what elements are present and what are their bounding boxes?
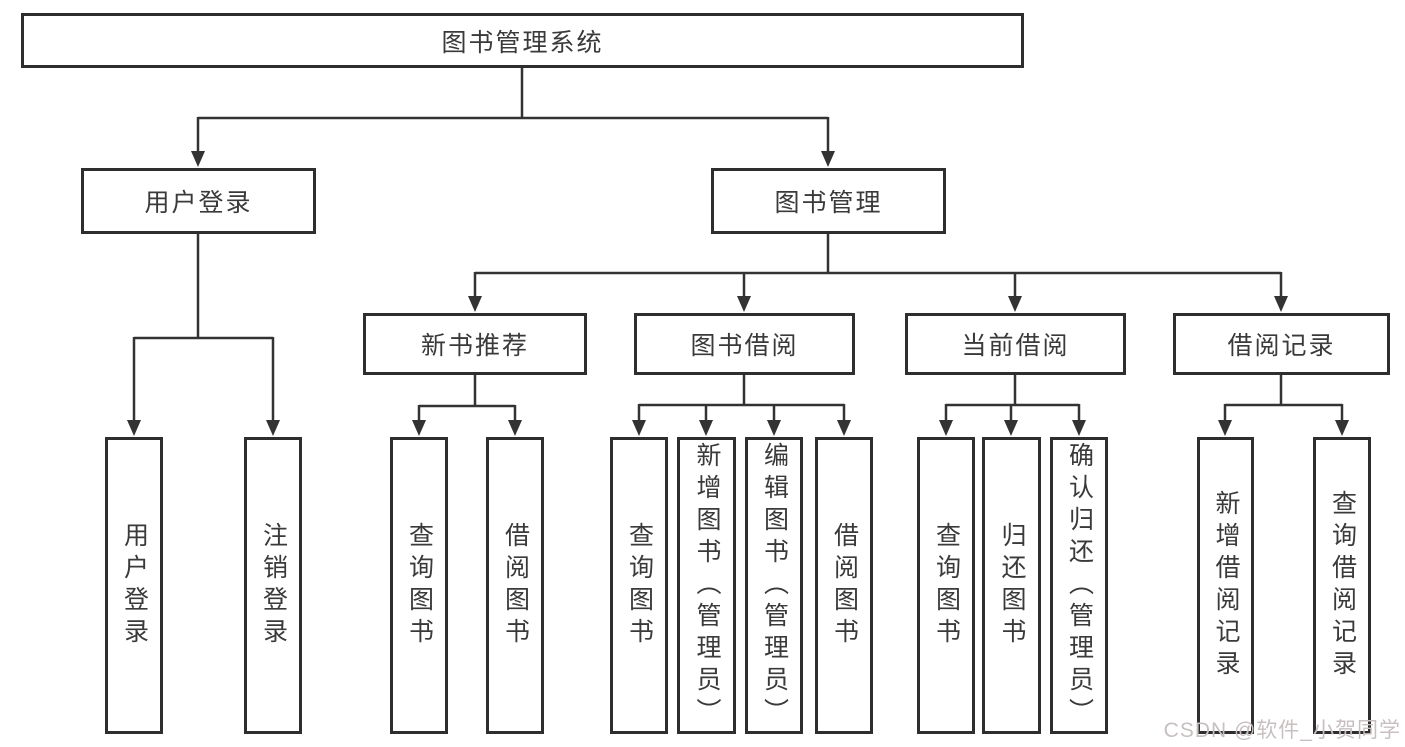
leaf-label: 借阅图书 [501, 521, 530, 650]
node-book-management: 图书管理 [711, 168, 946, 234]
node-label: 图书借阅 [690, 332, 799, 360]
leaf-query-books-recommend: 查询图书 [390, 437, 448, 734]
leaf-label: 确认归还（管理员） [1065, 441, 1094, 730]
leaf-borrow-books: 借阅图书 [815, 437, 873, 734]
csdn-watermark: CSDN @软件_小贺同学 [1163, 719, 1401, 742]
leaf-add-books-admin: 新增图书（管理员） [677, 437, 736, 734]
leaf-confirm-return-admin: 确认归还（管理员） [1050, 437, 1108, 734]
node-label: 借阅记录 [1227, 332, 1336, 360]
leaf-label: 注销登录 [259, 521, 288, 650]
leaf-user-login: 用户登录 [105, 437, 163, 734]
leaf-label: 新增借阅记录 [1212, 489, 1240, 682]
arrowheads [127, 151, 1349, 436]
leaf-label: 借阅图书 [830, 521, 859, 650]
leaf-query-borrow-record: 查询借阅记录 [1313, 437, 1371, 734]
leaf-label: 查询图书 [932, 521, 961, 650]
leaf-query-books-borrow: 查询图书 [610, 437, 668, 734]
leaf-add-borrow-record: 新增借阅记录 [1197, 437, 1254, 734]
node-library-management-system: 图书管理系统 [21, 13, 1024, 68]
leaf-edit-books-admin: 编辑图书（管理员） [745, 437, 803, 734]
leaf-label: 归还图书 [998, 521, 1026, 650]
leaf-label: 新增图书（管理员） [693, 441, 721, 730]
leaf-return-books: 归还图书 [982, 437, 1041, 734]
leaf-label: 查询借阅记录 [1328, 489, 1357, 682]
leaf-logout: 注销登录 [244, 437, 302, 734]
node-label: 图书管理 [774, 189, 883, 217]
node-new-book-recommend: 新书推荐 [363, 313, 587, 375]
node-label: 图书管理系统 [441, 28, 604, 57]
leaf-label: 查询图书 [405, 521, 434, 650]
leaf-query-books-current: 查询图书 [917, 437, 975, 734]
leaf-label: 编辑图书（管理员） [760, 441, 789, 730]
node-borrow-records: 借阅记录 [1173, 313, 1390, 375]
leaf-borrow-books-recommend: 借阅图书 [486, 437, 544, 734]
leaf-label: 用户登录 [120, 521, 149, 650]
node-label: 当前借阅 [961, 332, 1070, 360]
node-label: 新书推荐 [420, 332, 529, 360]
node-label: 用户登录 [144, 189, 253, 217]
leaf-label: 查询图书 [625, 521, 654, 650]
node-current-borrow: 当前借阅 [905, 313, 1126, 375]
node-book-borrow: 图书借阅 [634, 313, 855, 375]
node-user-login: 用户登录 [81, 168, 316, 234]
